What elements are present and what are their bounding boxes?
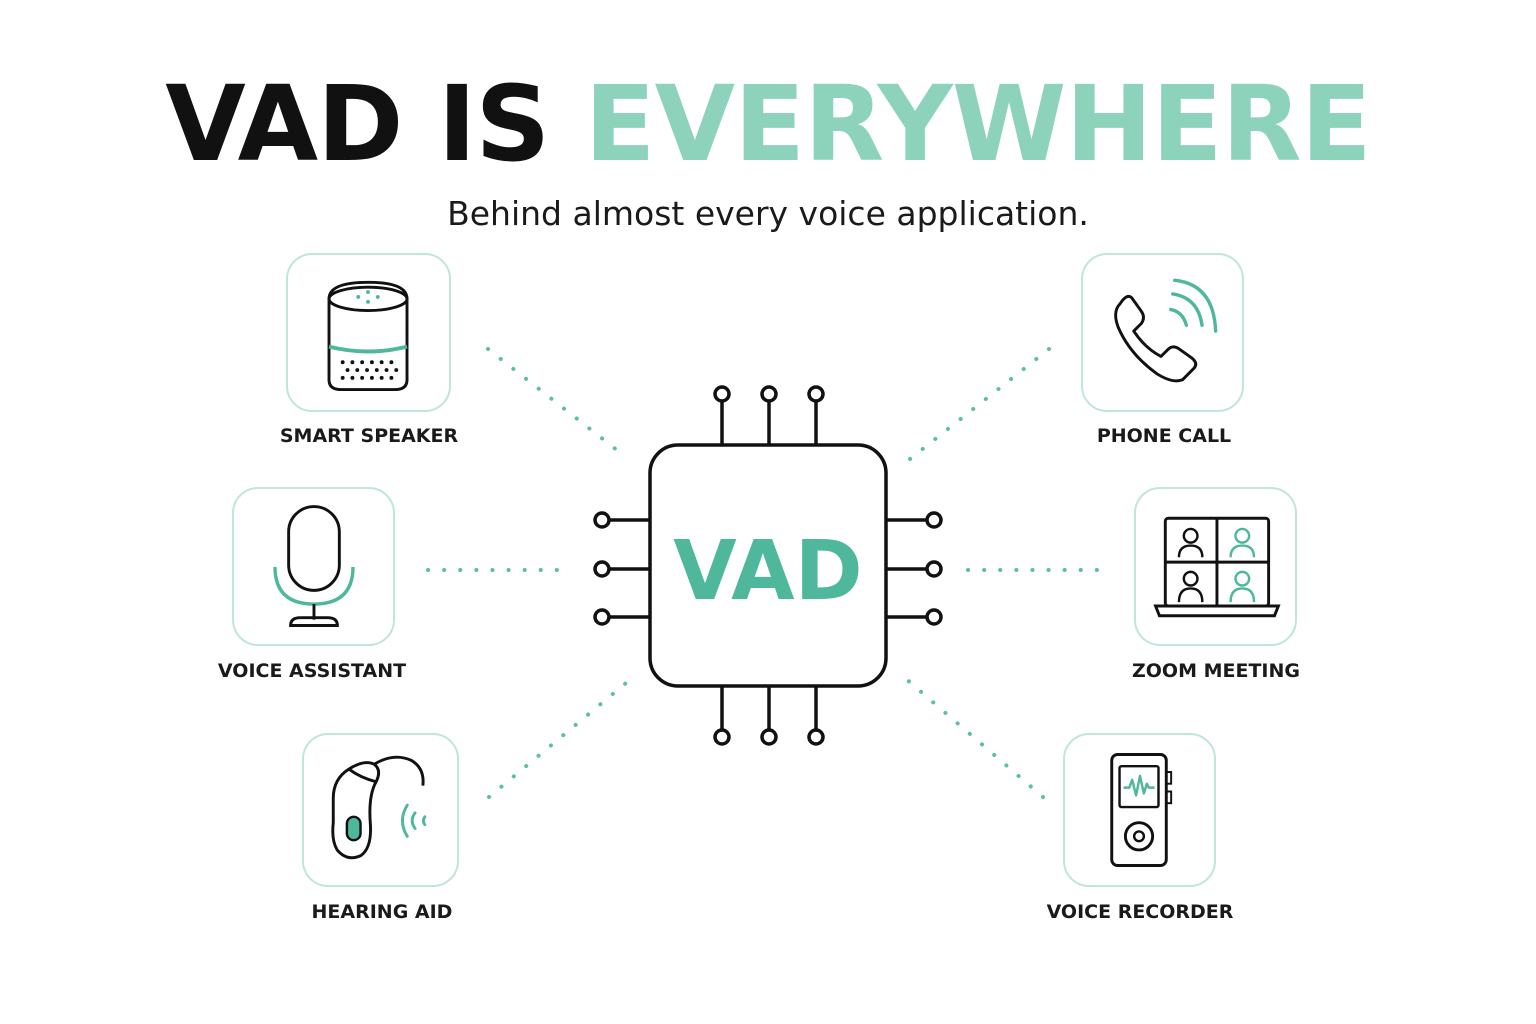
subtitle: Behind almost every voice application. (447, 194, 1089, 233)
smart-speaker-label: SMART SPEAKER (279, 425, 459, 447)
video-meeting-icon (1153, 516, 1281, 618)
connector-hearing-aid (487, 676, 634, 799)
connector-voice-recorder (903, 676, 1045, 799)
voice-recorder-icon (1110, 753, 1173, 867)
title-part-black: VAD IS (165, 63, 550, 185)
smart-speaker-icon (327, 280, 409, 391)
zoom-meeting-card (1134, 487, 1297, 646)
voice-recorder-card (1063, 733, 1216, 887)
phone-call-card (1081, 253, 1244, 412)
microphone-icon (273, 505, 355, 627)
phone-icon (1114, 278, 1218, 383)
zoom-meeting-label: ZOOM MEETING (1132, 660, 1300, 682)
voice-assistant-label: VOICE ASSISTANT (217, 660, 407, 682)
vad-chip (593, 385, 943, 746)
smart-speaker-card (286, 253, 451, 412)
title-part-accent: EVERYWHERE (584, 63, 1372, 185)
hearing-aid-icon (331, 755, 427, 860)
hearing-aid-label: HEARING AID (311, 901, 453, 923)
voice-recorder-label: VOICE RECORDER (1046, 901, 1234, 923)
phone-call-label: PHONE CALL (1096, 425, 1232, 447)
voice-assistant-card (232, 487, 395, 646)
hearing-aid-card (302, 733, 459, 887)
page-title: VAD IS EVERYWHERE (0, 62, 1536, 186)
vad-chip-label: VAD (673, 524, 863, 619)
